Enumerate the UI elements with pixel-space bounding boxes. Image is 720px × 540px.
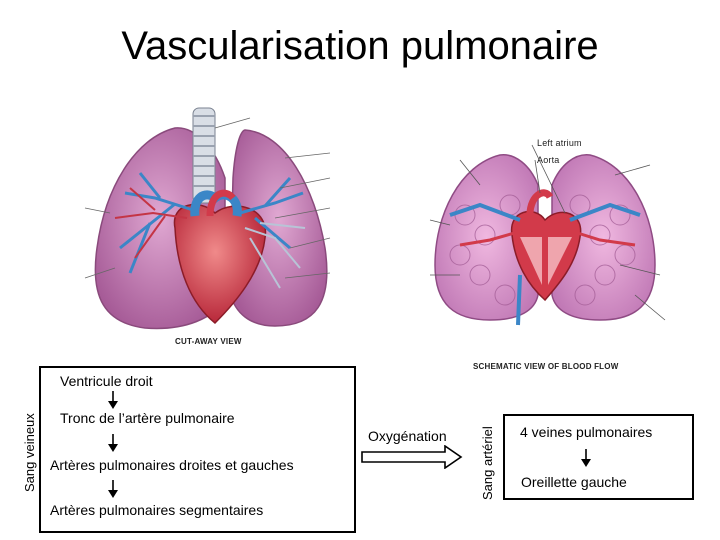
arrow-down-icon — [108, 434, 118, 452]
arrow-down-icon — [581, 449, 591, 467]
step-pulmonary-trunk: Tronc de l’artère pulmonaire — [60, 410, 235, 426]
venous-flow-box — [39, 366, 356, 533]
schematic-caption: SCHEMATIC VIEW OF BLOOD FLOW — [473, 362, 619, 371]
oxygenation-arrow-icon — [361, 445, 463, 469]
schematic-label-aorta: Aorta — [537, 155, 560, 165]
schematic-label-left-atrium: Left atrium — [537, 138, 582, 148]
step-right-ventricle: Ventricule droit — [60, 373, 153, 389]
step-segmental-arteries: Artères pulmonaires segmentaires — [50, 502, 264, 518]
page-title: Vascularisation pulmonaire — [121, 24, 599, 68]
arrow-down-icon — [108, 391, 118, 409]
oxygenation-label: Oxygénation — [368, 428, 447, 444]
blood-flow-schematic-illustration — [429, 144, 666, 326]
arrow-down-icon — [108, 480, 118, 498]
lungs-cutaway-illustration — [84, 107, 331, 330]
step-left-atrium: Oreillette gauche — [521, 474, 627, 490]
step-pulmonary-veins: 4 veines pulmonaires — [520, 424, 653, 440]
step-pulmonary-arteries: Artères pulmonaires droites et gauches — [50, 457, 294, 473]
venous-blood-label: Sang veineux — [22, 413, 37, 492]
cutaway-caption: CUT-AWAY VIEW — [175, 337, 242, 346]
arterial-flow-box — [503, 414, 694, 500]
arterial-blood-label: Sang artériel — [480, 426, 495, 500]
